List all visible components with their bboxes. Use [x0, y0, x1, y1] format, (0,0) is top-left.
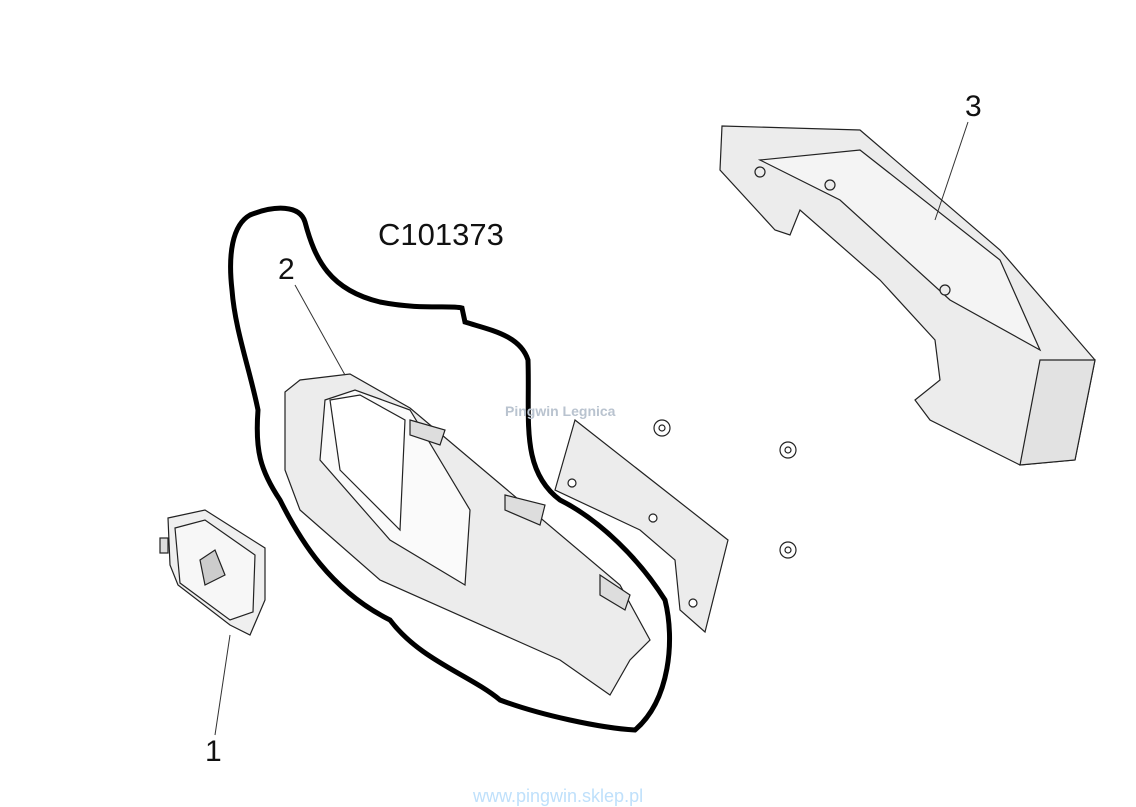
- mounting-plate: [554, 418, 729, 634]
- part-code: C101373: [378, 217, 504, 252]
- callout-1: 1: [205, 735, 222, 768]
- gasket-outline: [228, 205, 673, 733]
- callout-3: 3: [965, 90, 982, 123]
- callout-2: 2: [278, 253, 295, 286]
- part-3-guard: [719, 125, 1096, 466]
- part-2-cover: [284, 373, 651, 696]
- leader-lines: [214, 121, 969, 736]
- watermark: Pingwin Legnica: [505, 403, 616, 419]
- footer-url[interactable]: www.pingwin.sklep.pl: [473, 786, 644, 806]
- nuts: [653, 419, 797, 559]
- part-1-cap: [159, 509, 266, 636]
